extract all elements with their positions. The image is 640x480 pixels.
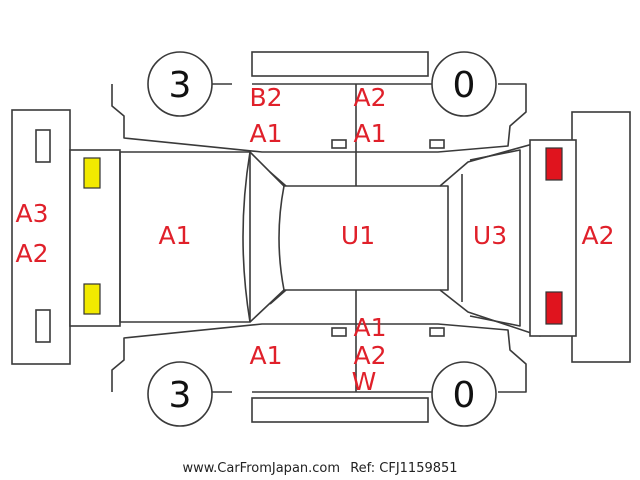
- code-right-rear-door-1: A1: [353, 313, 386, 342]
- rear-window: [440, 185, 449, 291]
- footer-watermark: www.CarFromJapan.com Ref: CFJ1159851: [182, 461, 457, 476]
- tire-front-right: 3: [147, 361, 213, 427]
- code-rear: A2: [581, 221, 614, 250]
- front-bumper-vent-top: [35, 129, 51, 163]
- code-left-rear-door-2: A1: [353, 119, 386, 148]
- footer-site: www.CarFromJapan.com: [182, 461, 340, 476]
- front-lamp-lower: [83, 283, 101, 315]
- trunk-panel: [469, 149, 521, 327]
- code-trunk: U3: [473, 221, 507, 250]
- code-left-front-door-1: B2: [249, 83, 282, 112]
- tire-rear-right: 0: [431, 361, 497, 427]
- code-right-rear-door-3: W: [352, 367, 377, 396]
- code-right-front-door: A1: [249, 341, 282, 370]
- code-left-fender-2: A2: [15, 239, 48, 268]
- left-door-handle-front: [331, 139, 347, 149]
- code-left-rear-door-1: A2: [353, 83, 386, 112]
- front-window: [278, 185, 285, 291]
- right-side-sill-bottom: [251, 397, 429, 423]
- rear-lamp-lower: [545, 291, 563, 325]
- tire-count-rear-right: 0: [453, 375, 476, 416]
- footer-ref: Ref: CFJ1159851: [350, 461, 457, 476]
- rear-bumper-panel: [571, 111, 631, 363]
- rear-lamp-upper: [545, 147, 563, 181]
- windshield-pillars: [269, 171, 287, 305]
- left-door-handle-rear: [429, 139, 445, 149]
- front-bumper-vent-bottom: [35, 309, 51, 343]
- tire-count-front-left: 3: [169, 65, 192, 106]
- code-right-rear-door-2: A2: [353, 341, 386, 370]
- code-left-front-door-2: A1: [249, 119, 282, 148]
- front-bumper-panel: [11, 109, 71, 365]
- front-lamp-upper: [83, 157, 101, 189]
- tire-count-rear-left: 0: [453, 65, 476, 106]
- right-door-handle-rear: [429, 327, 445, 337]
- tire-front-left: 3: [147, 51, 213, 117]
- right-door-handle-front: [331, 327, 347, 337]
- code-hood: A1: [158, 221, 191, 250]
- code-left-fender-1: A3: [15, 199, 48, 228]
- code-roof: U1: [341, 221, 375, 250]
- left-side-sill-top: [251, 51, 429, 77]
- tire-count-front-right: 3: [169, 375, 192, 416]
- windshield-curve: [242, 151, 251, 323]
- tire-rear-left: 0: [431, 51, 497, 117]
